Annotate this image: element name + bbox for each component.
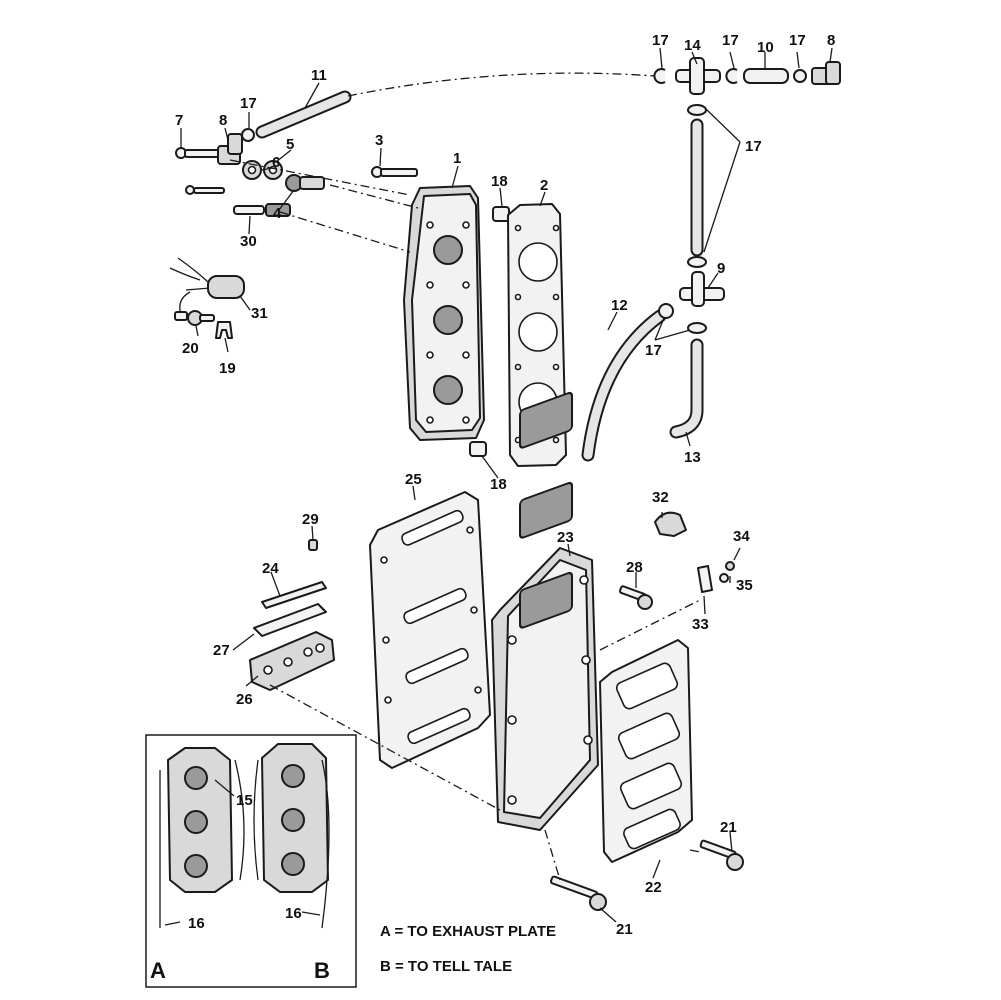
callout-18-top: 18 [491, 173, 508, 190]
gasket-22 [599, 639, 693, 863]
callout-16-a: 16 [188, 915, 205, 932]
callout-12: 12 [611, 297, 628, 314]
clamp-17-top-mid [725, 68, 738, 84]
callout-35: 35 [736, 577, 753, 594]
callout-labels: 11 17 14 17 10 17 8 17 9 12 17 13 7 8 17… [175, 32, 835, 938]
inset-head-a [167, 747, 233, 893]
dowel-pin-18-top [492, 206, 510, 222]
callout-17-right: 17 [745, 138, 762, 155]
callout-9: 9 [717, 260, 725, 277]
clamp-17-left [241, 128, 255, 142]
callout-6: 6 [272, 154, 280, 171]
alignment-lines [229, 159, 701, 881]
callout-26: 26 [236, 691, 253, 708]
callout-7: 7 [175, 112, 183, 129]
exhaust-cover-23 [491, 391, 599, 831]
reed-block-26 [249, 631, 335, 691]
callout-31: 31 [251, 305, 268, 322]
callout-17-top-3: 17 [789, 32, 806, 49]
clamp-17-lower [687, 256, 707, 268]
callout-13: 13 [684, 449, 701, 466]
tee-fitting-14 [675, 57, 721, 95]
clamp-17-below-tee [687, 104, 707, 116]
callout-10: 10 [757, 39, 774, 56]
callout-1: 1 [453, 150, 461, 167]
callout-8-left: 8 [219, 112, 227, 129]
callout-14: 14 [684, 37, 701, 54]
elbow-fitting-8-right [811, 61, 841, 85]
clamp-17-top-left [653, 68, 666, 84]
bolt-21-lower [549, 875, 607, 911]
bracket-33 [697, 565, 713, 593]
callout-5: 5 [286, 136, 294, 153]
callout-21-lower: 21 [616, 921, 633, 938]
bolt-21-right [699, 839, 744, 871]
callout-2: 2 [540, 177, 548, 194]
callout-32: 32 [652, 489, 669, 506]
callout-4: 4 [273, 205, 282, 222]
callout-18-bottom: 18 [490, 476, 507, 493]
terminal-19 [215, 321, 233, 339]
callout-17-left: 17 [240, 95, 257, 112]
screw-20 [187, 310, 215, 326]
legend-line-b: B = TO TELL TALE [380, 958, 512, 975]
callout-17-top-2: 17 [722, 32, 739, 49]
bolt-28 [618, 585, 653, 610]
hose-11 [255, 90, 352, 139]
inset-hose-16a [159, 759, 245, 928]
reed-plate-24 [261, 581, 327, 609]
callout-30: 30 [240, 233, 257, 250]
callout-27: 27 [213, 642, 230, 659]
clamp-17-hose-13 [687, 322, 707, 334]
inset-label-a: A [150, 958, 166, 983]
inset-label-b: B [314, 958, 330, 983]
clamp-17-top-right [793, 69, 807, 83]
callout-34: 34 [733, 528, 750, 545]
callout-11: 11 [311, 67, 327, 84]
washer-35 [719, 573, 729, 583]
inset-head-b [261, 743, 329, 893]
hose-13 [669, 338, 704, 439]
reed-gasket-27 [253, 603, 327, 637]
legend-line-a: A = TO EXHAUST PLATE [380, 923, 556, 940]
hose-12 [581, 309, 667, 462]
callout-33: 33 [692, 616, 709, 633]
cylinder-head-1 [403, 185, 485, 441]
callout-21-right: 21 [720, 819, 737, 836]
screw-34 [725, 561, 735, 571]
callout-20: 20 [182, 340, 199, 357]
hose-route-line [347, 72, 656, 97]
inset-hose-16b [253, 759, 330, 929]
tee-fitting-9 [679, 271, 725, 307]
callout-17-mid: 17 [645, 342, 662, 359]
hose-10 [743, 68, 789, 84]
callout-19: 19 [219, 360, 236, 377]
bolt-3 [371, 166, 418, 178]
callout-29: 29 [302, 511, 319, 528]
callout-17-top-1: 17 [652, 32, 669, 49]
callout-28: 28 [626, 559, 643, 576]
dowel-pin-18-bottom [469, 441, 487, 457]
callout-15: 15 [236, 792, 253, 809]
callout-8-right: 8 [827, 32, 835, 49]
gasket-25 [369, 491, 491, 769]
wire-harness-31 [169, 257, 245, 321]
inset-box [145, 734, 357, 988]
callout-24: 24 [262, 560, 279, 577]
clamp-17-hose-12 [658, 303, 674, 319]
callout-23: 23 [557, 529, 574, 546]
callout-25: 25 [405, 471, 422, 488]
clamp-32 [654, 511, 687, 537]
elbow-fitting-8-left [217, 133, 243, 165]
callout-3: 3 [375, 132, 383, 149]
callout-16-b: 16 [285, 905, 302, 922]
leader-lines [180, 47, 833, 923]
screw-29 [308, 539, 318, 551]
callout-22: 22 [645, 879, 662, 896]
